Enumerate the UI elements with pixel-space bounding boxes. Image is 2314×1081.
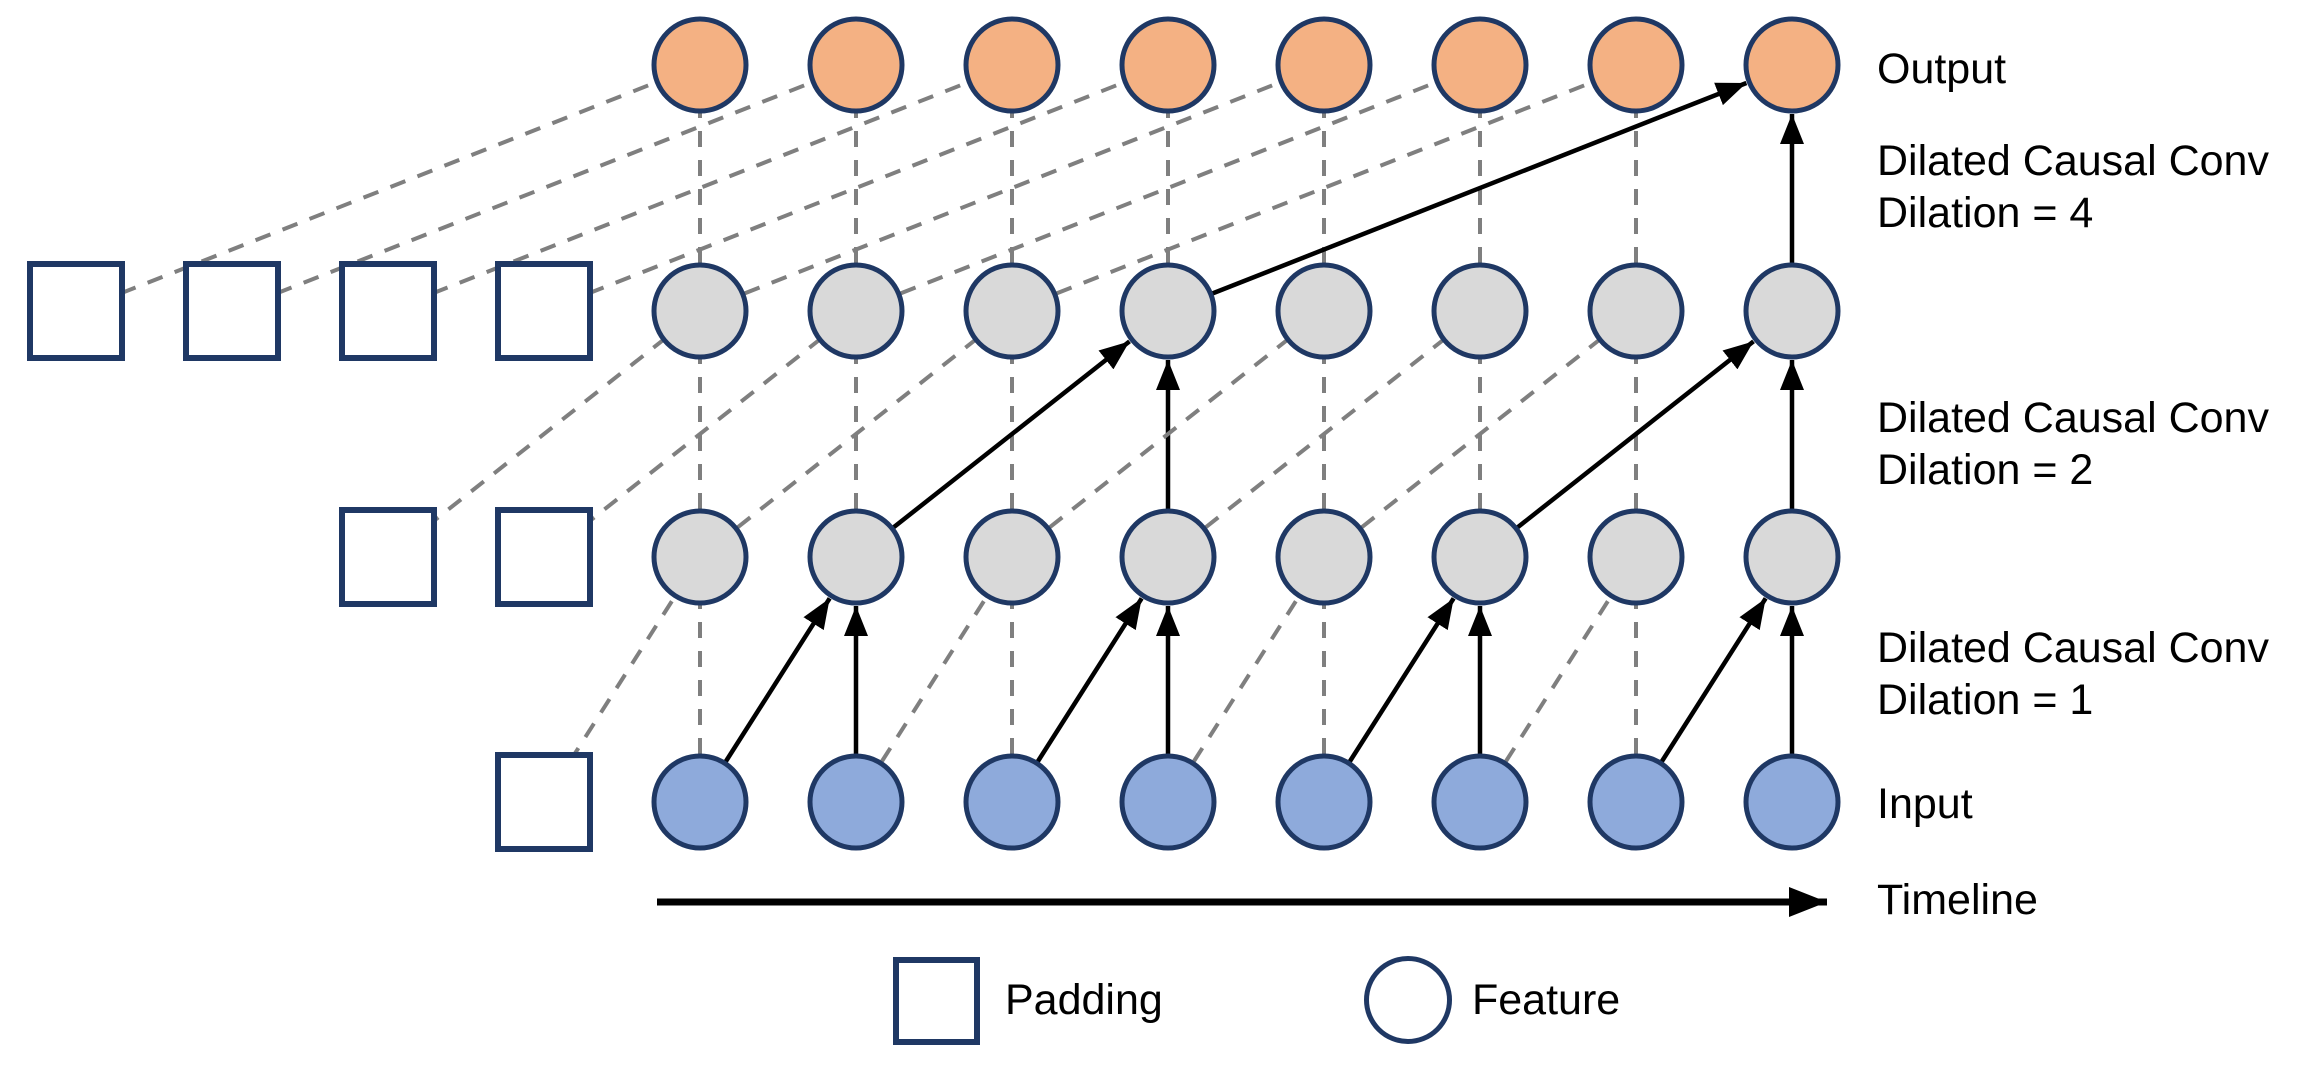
feature-node-input	[1275, 753, 1373, 851]
padding-square	[495, 261, 593, 361]
label-dilated-conv-2-line1: Dilated Causal Conv	[1877, 394, 2269, 442]
dashed-connection	[1055, 80, 1594, 296]
feature-node-hidden2	[1743, 262, 1841, 360]
feature-node-input	[807, 753, 905, 851]
dashed-connection	[587, 80, 1126, 296]
solid-conv-arrow	[1659, 597, 1768, 763]
label-dilated-conv-1-line1: Dilated Causal Conv	[1877, 624, 2269, 672]
feature-node-output	[1743, 16, 1841, 114]
dashed-connection	[568, 595, 677, 763]
dashed-connection	[736, 338, 977, 529]
label-output: Output	[1877, 45, 2007, 93]
feature-node-hidden2	[651, 262, 749, 360]
dashed-connection	[431, 80, 970, 296]
feature-node-input	[651, 753, 749, 851]
dashed-connection	[1048, 338, 1289, 529]
dashed-connection	[1504, 595, 1613, 763]
feature-node-hidden1	[963, 508, 1061, 606]
label-dilated-conv-2: Dilated Causal Conv Dilation = 2	[1877, 392, 2269, 496]
padding-square	[495, 507, 593, 607]
feature-node-output	[807, 16, 905, 114]
feature-node-hidden1	[1743, 508, 1841, 606]
solid-conv-arrow	[1516, 339, 1755, 530]
padding-square	[27, 261, 125, 361]
feature-node-input	[963, 753, 1061, 851]
feature-node-output	[1431, 16, 1529, 114]
dashed-connection	[880, 595, 989, 763]
feature-node-output	[651, 16, 749, 114]
legend-padding-label: Padding	[1005, 976, 1163, 1024]
feature-node-output	[1275, 16, 1373, 114]
feature-node-output	[963, 16, 1061, 114]
feature-node-input	[1587, 753, 1685, 851]
label-input: Input	[1877, 780, 1973, 828]
dashed-connection	[743, 80, 1282, 296]
padding-square	[339, 507, 437, 607]
label-dilated-conv-4-line1: Dilated Causal Conv	[1877, 137, 2269, 185]
feature-node-hidden2	[1587, 262, 1685, 360]
legend-feature-swatch	[1364, 956, 1452, 1044]
feature-node-hidden2	[1119, 262, 1217, 360]
label-dilated-conv-4-line2: Dilation = 4	[1877, 189, 2094, 237]
dashed-connection	[275, 80, 814, 296]
feature-node-hidden1	[1587, 508, 1685, 606]
dashed-connection	[1204, 338, 1445, 529]
solid-conv-arrow	[892, 339, 1131, 530]
solid-conv-arrow	[723, 597, 832, 763]
feature-node-input	[1743, 753, 1841, 851]
feature-node-hidden1	[1431, 508, 1529, 606]
dashed-connection	[424, 338, 665, 529]
padding-square	[183, 261, 281, 361]
dashed-connection	[1192, 595, 1301, 763]
feature-node-hidden1	[651, 508, 749, 606]
legend-padding-swatch	[893, 957, 980, 1045]
legend-feature-label: Feature	[1472, 976, 1621, 1024]
feature-node-hidden2	[1431, 262, 1529, 360]
feature-node-hidden2	[1275, 262, 1373, 360]
dashed-connection	[899, 80, 1438, 296]
label-dilated-conv-4: Dilated Causal Conv Dilation = 4	[1877, 135, 2269, 239]
label-dilated-conv-1: Dilated Causal Conv Dilation = 1	[1877, 622, 2269, 726]
feature-node-output	[1587, 16, 1685, 114]
feature-node-hidden1	[1119, 508, 1217, 606]
solid-conv-arrow	[1347, 597, 1456, 763]
feature-node-output	[1119, 16, 1217, 114]
feature-node-input	[1431, 753, 1529, 851]
feature-node-hidden1	[807, 508, 905, 606]
solid-conv-arrow	[1211, 80, 1748, 296]
solid-conv-arrow	[1035, 597, 1144, 763]
padding-square	[339, 261, 437, 361]
feature-node-input	[1119, 753, 1217, 851]
feature-node-hidden2	[963, 262, 1061, 360]
dashed-connection	[1360, 338, 1601, 529]
feature-node-hidden2	[807, 262, 905, 360]
label-dilated-conv-2-line2: Dilation = 2	[1877, 446, 2094, 494]
dashed-connection	[580, 338, 821, 529]
padding-square	[495, 752, 593, 852]
dashed-connection	[119, 80, 658, 296]
label-timeline: Timeline	[1877, 876, 2038, 924]
feature-node-hidden1	[1275, 508, 1373, 606]
label-dilated-conv-1-line2: Dilation = 1	[1877, 676, 2094, 724]
